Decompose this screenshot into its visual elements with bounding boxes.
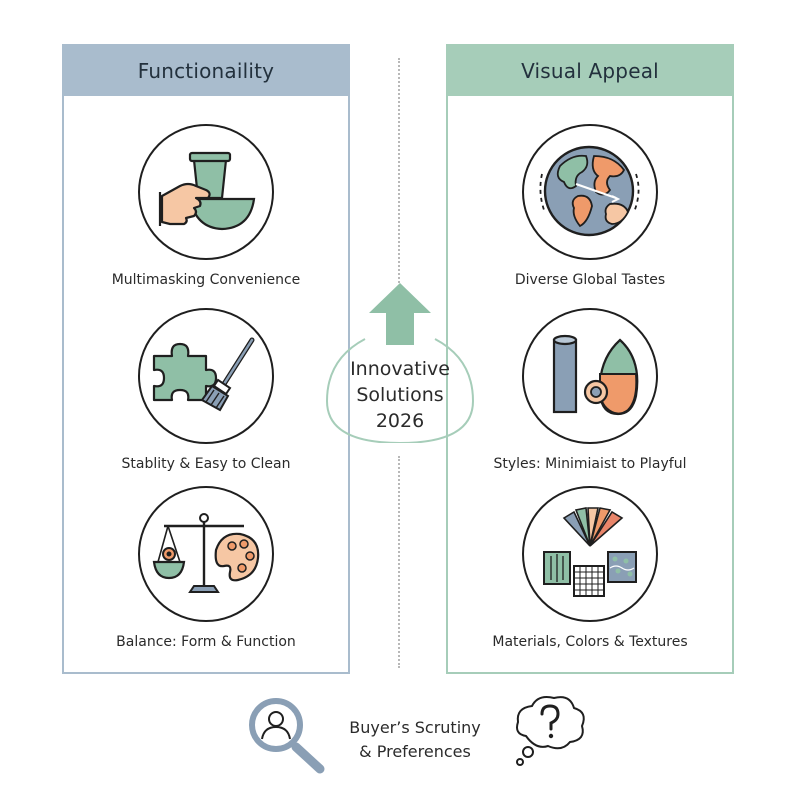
divider-top bbox=[398, 58, 400, 290]
item-label: Balance: Form & Function bbox=[116, 634, 296, 650]
center-label: Innovative Solutions 2026 bbox=[325, 356, 475, 434]
center-line-2: Solutions bbox=[356, 384, 444, 406]
hand-cup-bowl-icon bbox=[138, 124, 274, 260]
thought-bubble-question-icon bbox=[516, 696, 585, 766]
swatches-icon bbox=[522, 486, 658, 622]
footer-line-2: & Preferences bbox=[359, 742, 471, 761]
globe-icon bbox=[522, 124, 658, 260]
item-label: Styles: Minimiaist to Playful bbox=[493, 456, 687, 472]
item-label: Diverse Global Tastes bbox=[514, 272, 666, 288]
center-line-1: Innovative bbox=[350, 358, 450, 380]
search-person-icon bbox=[249, 698, 325, 774]
visual-appeal-header: Visual Appeal bbox=[448, 46, 732, 96]
footer-label: Buyer’s Scrutiny & Preferences bbox=[340, 716, 490, 764]
center-badge bbox=[325, 283, 475, 443]
up-arrow-icon bbox=[369, 283, 431, 345]
footer-line-1: Buyer’s Scrutiny bbox=[349, 718, 481, 737]
item-label: Stablity & Easy to Clean bbox=[121, 456, 291, 472]
divider-bottom bbox=[398, 456, 400, 668]
shapes-icon bbox=[522, 308, 658, 444]
functionality-panel: Functionaility Multimasking Convenience bbox=[62, 44, 350, 674]
puzzle-brush-icon bbox=[138, 308, 274, 444]
item-label: Multimasking Convenience bbox=[111, 272, 301, 288]
scale-palette-icon bbox=[138, 486, 274, 622]
center-line-3: 2026 bbox=[375, 410, 425, 432]
functionality-header: Functionaility bbox=[64, 46, 348, 96]
visual-appeal-panel: Visual Appeal Diverse Global Tastes bbox=[446, 44, 734, 674]
item-label: Materials, Colors & Textures bbox=[492, 634, 688, 650]
